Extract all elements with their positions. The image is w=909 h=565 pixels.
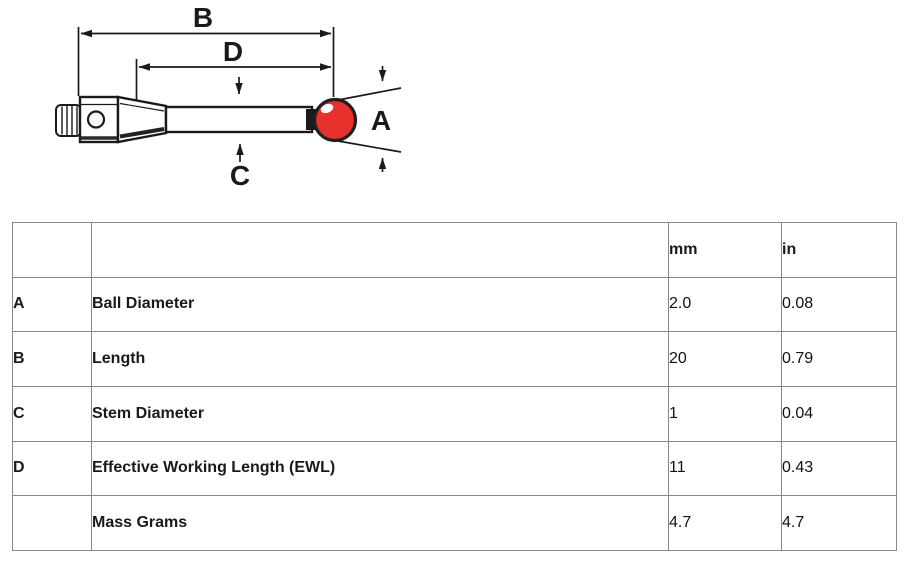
table-row: Mass Grams 4.7 4.7 bbox=[12, 495, 897, 551]
row-value-in: 0.08 bbox=[781, 276, 897, 333]
row-value-mm: 20 bbox=[668, 331, 782, 387]
dimension-d bbox=[135, 59, 332, 100]
dimension-a bbox=[337, 66, 402, 172]
col-header-mm: mm bbox=[668, 222, 782, 278]
table-header-row: mm in bbox=[12, 222, 897, 278]
table-row: A Ball Diameter 2.0 0.08 bbox=[12, 276, 897, 333]
row-value-mm: 1 bbox=[668, 385, 782, 442]
ball-highlight bbox=[320, 103, 334, 114]
spec-table: mm in A Ball Diameter 2.0 0.08 B Length … bbox=[12, 222, 897, 551]
row-description: Mass Grams bbox=[91, 495, 669, 551]
row-value-mm: 2.0 bbox=[668, 276, 782, 333]
col-header-in: in bbox=[781, 222, 897, 278]
dimension-d-label: D bbox=[223, 36, 243, 67]
row-description: Length bbox=[91, 331, 669, 387]
row-value-in: 4.7 bbox=[781, 495, 897, 551]
stylus-taper bbox=[116, 95, 168, 144]
row-description: Effective Working Length (EWL) bbox=[91, 440, 669, 497]
row-description: Stem Diameter bbox=[91, 385, 669, 442]
stylus-thread bbox=[55, 104, 82, 137]
stylus-diagram: B D C A bbox=[0, 0, 430, 212]
row-value-in: 0.79 bbox=[781, 331, 897, 387]
row-value-mm: 11 bbox=[668, 440, 782, 497]
row-letter bbox=[12, 495, 92, 551]
stylus-drawing-svg: B D C A bbox=[55, 2, 402, 191]
header-name-cell bbox=[91, 222, 669, 278]
dimension-b-label: B bbox=[193, 2, 213, 33]
row-letter: C bbox=[12, 385, 92, 442]
dimension-a-label: A bbox=[371, 105, 391, 136]
ruby-ball bbox=[312, 97, 358, 143]
dimension-c-label: C bbox=[230, 160, 250, 191]
stylus-stem bbox=[164, 105, 314, 134]
row-letter: D bbox=[12, 440, 92, 497]
stylus-body-hole bbox=[86, 110, 106, 129]
table-row: D Effective Working Length (EWL) 11 0.43 bbox=[12, 440, 897, 497]
row-description: Ball Diameter bbox=[91, 276, 669, 333]
row-value-in: 0.04 bbox=[781, 385, 897, 442]
stem-end-cap bbox=[306, 109, 316, 130]
dimension-b bbox=[77, 27, 335, 97]
row-value-mm: 4.7 bbox=[668, 495, 782, 551]
dimension-c bbox=[235, 77, 244, 162]
table-row: C Stem Diameter 1 0.04 bbox=[12, 385, 897, 442]
stylus-body bbox=[78, 95, 120, 144]
header-letter-cell bbox=[12, 222, 92, 278]
row-value-in: 0.43 bbox=[781, 440, 897, 497]
table-row: B Length 20 0.79 bbox=[12, 331, 897, 387]
row-letter: B bbox=[12, 331, 92, 387]
row-letter: A bbox=[12, 276, 92, 333]
